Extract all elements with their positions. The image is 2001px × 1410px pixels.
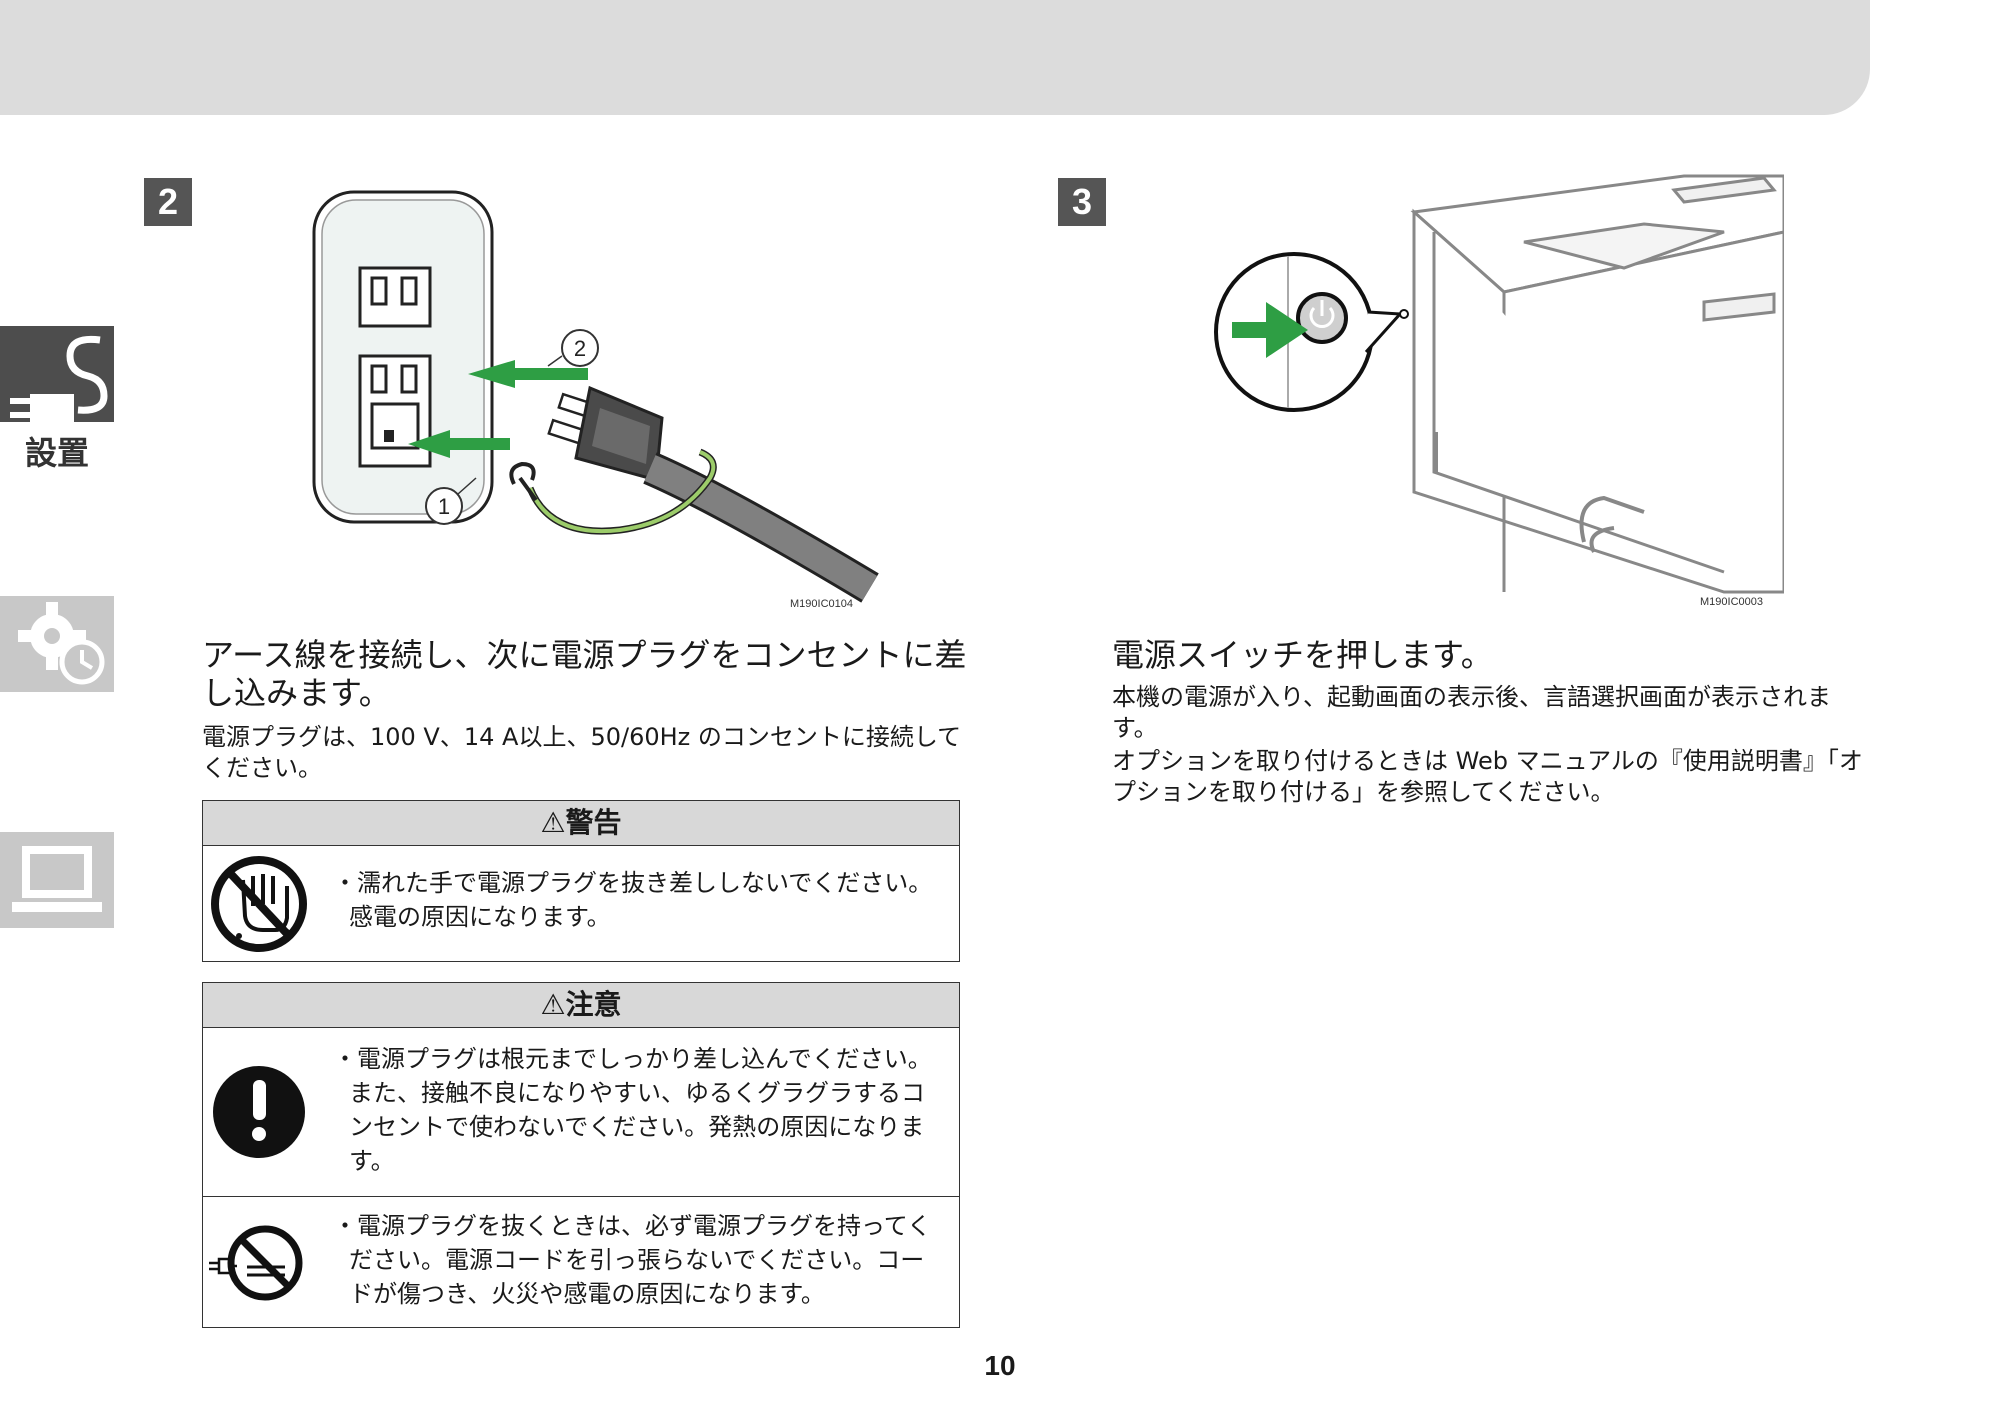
- page-number: 10: [984, 1350, 1016, 1381]
- step2-body: 電源プラグは、100 V、14 A以上、50/60Hz のコンセントに接続してく…: [202, 723, 962, 782]
- figure-power-switch: M190IC0003: [1204, 172, 1786, 612]
- gear-clock-icon: [18, 602, 105, 685]
- figure-plug-outlet: 2 1 M190IC0104: [300, 178, 880, 610]
- warning-box: ⚠警告 ・濡れた手で電源プラグを抜き差ししないでください。感電の原因になります。: [202, 800, 960, 962]
- tab-setup[interactable]: [0, 326, 114, 422]
- step3-body-1: 本機の電源が入り、起動画面の表示後、言語選択画面が表示されます。: [1112, 683, 1832, 742]
- caution-row-1: ・電源プラグは根元までしっかり差し込んでください。また、接触不良になりやすい、ゆ…: [203, 1028, 959, 1196]
- caution-row-2: ・電源プラグを抜くときは、必ず電源プラグを持ってください。電源コードを引っ張らな…: [203, 1196, 959, 1328]
- step3-heading: 電源スイッチを押します。: [1112, 636, 1493, 674]
- tab-computer[interactable]: [0, 832, 114, 928]
- caution-item-1: ・電源プラグは根元までしっかり差し込んでください。また、接触不良になりやすい、ゆ…: [333, 1045, 932, 1175]
- top-banner: [0, 0, 1870, 115]
- caution-item-2: ・電源プラグを抜くときは、必ず電源プラグを持ってください。電源コードを引っ張らな…: [333, 1212, 932, 1308]
- warning-row: ・濡れた手で電源プラグを抜き差ししないでください。感電の原因になります。: [203, 846, 959, 960]
- step3-body-2: オプションを取り付けるときは Web マニュアルの『使用説明書』「オプションを取…: [1112, 747, 1863, 806]
- step-number-3: 3: [1058, 178, 1106, 226]
- no-wet-hands-icon: [203, 846, 313, 960]
- printer-power-illustration: [1214, 174, 1786, 594]
- caution-box: ⚠注意 ・電源プラグは根元までしっかり差し込んでください。また、接触不良になりや…: [202, 982, 960, 1328]
- step-number-2: 2: [144, 178, 192, 226]
- no-pull-cord-icon: [203, 1197, 313, 1329]
- callout-1: 1: [438, 494, 450, 519]
- plug-outlet-illustration: 2 1: [312, 190, 879, 603]
- figure-code-step2: M190IC0104: [790, 598, 853, 610]
- warning-title: ⚠警告: [203, 801, 959, 846]
- tab-setup-label: 設置: [24, 434, 89, 472]
- exclamation-icon: [203, 1028, 313, 1196]
- plug-cable-icon: [10, 335, 108, 422]
- laptop-icon: [12, 846, 102, 912]
- warning-item-1: ・濡れた手で電源プラグを抜き差ししないでください。感電の原因になります。: [333, 869, 933, 931]
- tab-maintenance[interactable]: [0, 596, 114, 692]
- caution-title: ⚠注意: [203, 983, 959, 1028]
- callout-2: 2: [574, 336, 586, 361]
- figure-code-step3: M190IC0003: [1700, 596, 1763, 608]
- step2-heading: アース線を接続し、次に電源プラグをコンセントに差し込みます。: [202, 636, 967, 712]
